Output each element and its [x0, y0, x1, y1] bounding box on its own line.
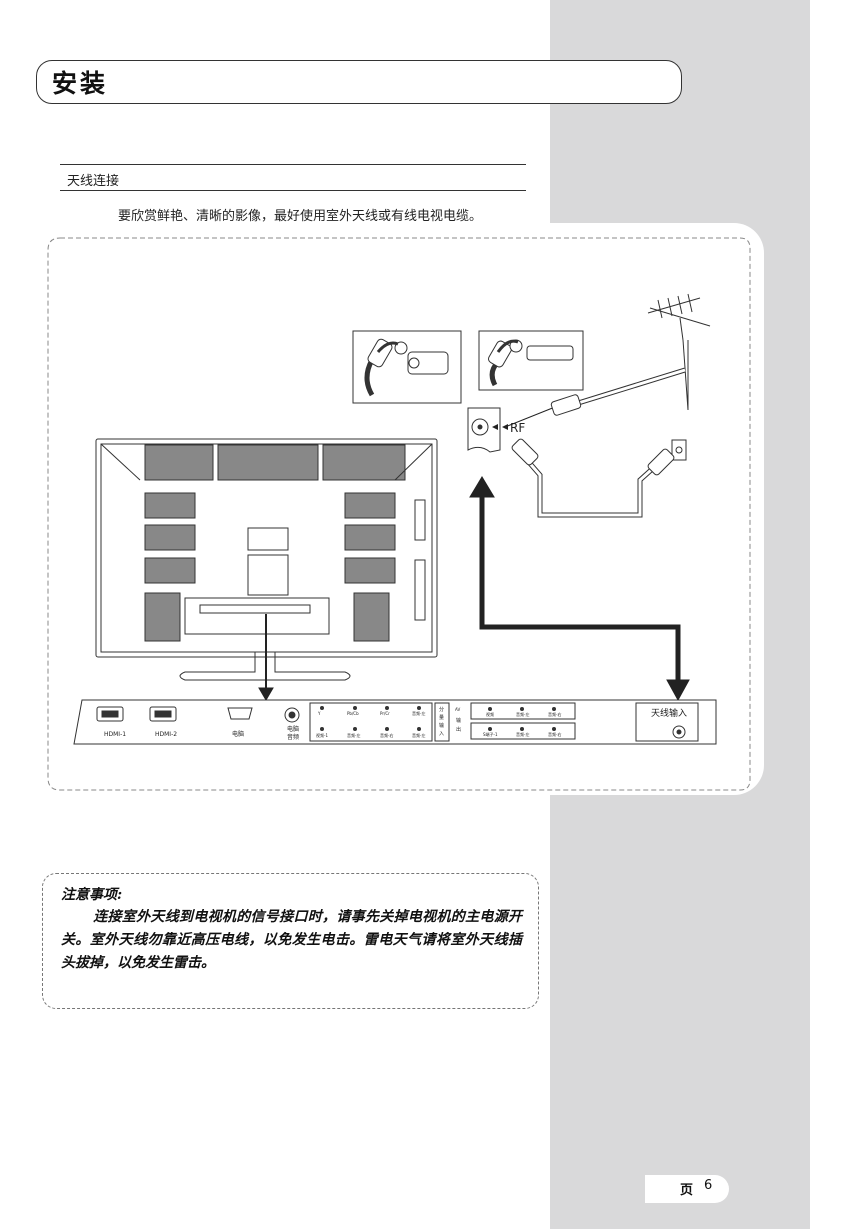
av-row2-label-1: S端子-1 — [483, 731, 498, 737]
vga-port-icon — [227, 707, 253, 720]
pc-audio-label-2: 音频 — [287, 733, 299, 741]
component-input-char-1: 分 — [439, 706, 444, 713]
note-body: 连接室外天线到电视机的信号接口时，请事先关掉电视机的主电源开关。室外天线勿靠近高… — [61, 909, 522, 971]
intro-text: 要欣赏鲜艳、清晰的影像，最好使用室外天线或有线电视电缆。 — [118, 209, 483, 224]
av-output-char-1: AV — [455, 707, 460, 712]
hdmi-2-label: HDMI-2 — [155, 731, 177, 738]
component-input-char-2: 量 — [439, 714, 444, 721]
av-row1-label-1: 视频 — [486, 711, 494, 717]
title-frame — [36, 60, 682, 104]
dashed-frame — [47, 237, 751, 791]
pc-port-label: 电脑 — [232, 730, 244, 738]
section-rule-bottom — [60, 190, 526, 191]
page-label: 页 — [680, 1183, 694, 1198]
component-row1-label-1: Y — [317, 711, 321, 716]
connector-strip — [73, 699, 717, 745]
component-row2-label-1: 视频-1 — [316, 732, 328, 738]
component-row2-label-4: 音频-左 — [412, 732, 425, 738]
component-input-char-3: 输 — [439, 722, 444, 729]
component-row1-label-4: 音频-左 — [412, 710, 425, 716]
connection-arrows — [258, 476, 690, 702]
wall-outlet-icon — [671, 439, 687, 461]
component-row2-label-2: 音频-左 — [347, 732, 360, 738]
component-row1-label-2: Pb/Cb — [347, 711, 359, 716]
component-row1-label-3: Pr/Cr — [380, 711, 390, 716]
antenna-input-label: 天线输入 — [651, 707, 687, 719]
av-row2-label-3: 音频-右 — [548, 731, 561, 737]
component-row2-label-3: 音频-右 — [380, 732, 393, 738]
pc-audio-label-1: 电脑 — [287, 725, 299, 733]
hdmi-1-label: HDMI-1 — [104, 731, 126, 738]
note-heading: 注意事项: — [61, 887, 123, 903]
page-number-tab — [645, 1175, 729, 1203]
av-row2-label-2: 音频-左 — [516, 731, 529, 737]
av-output-char-2: 输 — [456, 717, 461, 724]
rf-label: RF — [510, 421, 525, 435]
plug-insert-inset-1 — [352, 330, 462, 404]
section-title: 天线连接 — [67, 174, 120, 189]
page-number: 6 — [704, 1178, 713, 1193]
diagram-panel: RF — [42, 223, 764, 795]
component-input-char-4: 入 — [439, 731, 444, 737]
rf-pointer-arrows — [492, 404, 561, 430]
caution-note: 注意事项: 连接室外天线到电视机的信号接口时，请事先关掉电视机的主电源开关。室外… — [42, 873, 539, 1009]
coax-cable — [511, 367, 686, 518]
page-title: 安装 — [52, 69, 109, 98]
plug-insert-inset-2 — [478, 330, 584, 391]
rf-jack-icon — [467, 407, 501, 453]
av-row1-label-3: 音频-右 — [548, 711, 561, 717]
port-jack-dots — [320, 706, 556, 731]
connection-diagram: RF — [47, 237, 751, 791]
section-rule-top — [60, 164, 526, 165]
av-output-char-3: 出 — [456, 726, 461, 733]
antenna-icon — [647, 293, 711, 411]
av-row1-label-2: 音频-左 — [516, 711, 529, 717]
